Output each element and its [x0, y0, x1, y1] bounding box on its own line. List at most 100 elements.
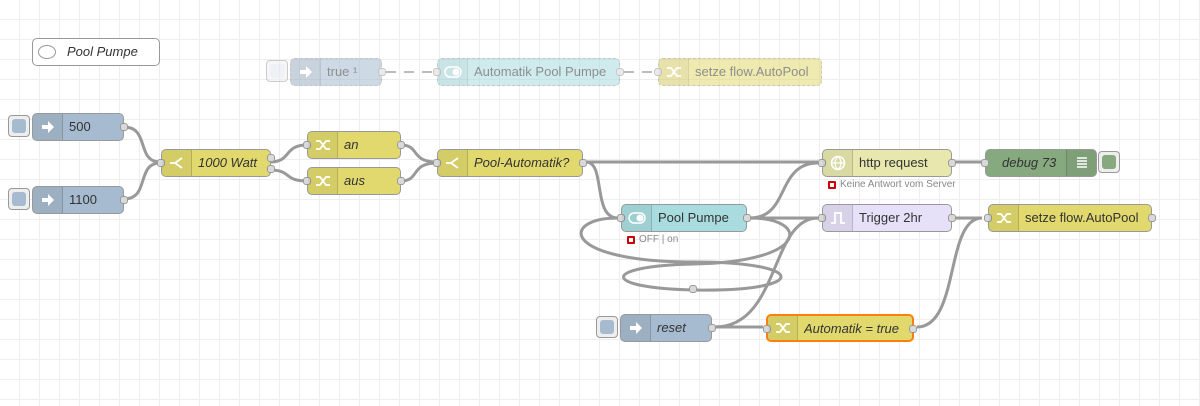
- output-port[interactable]: [708, 324, 716, 332]
- http-status: Keine Antwort vom Server: [828, 179, 956, 190]
- debug-node[interactable]: debug 73: [981, 149, 1097, 177]
- inject-node-500[interactable]: 500: [32, 113, 128, 141]
- comment-icon: [38, 45, 56, 59]
- inject-trigger-button[interactable]: [8, 115, 30, 137]
- node-label: Pool Pumpe: [658, 210, 729, 225]
- input-port[interactable]: [981, 159, 989, 167]
- inject-trigger-button[interactable]: [596, 316, 618, 338]
- switch-node-automatik[interactable]: Automatik Pool Pumpe: [433, 58, 624, 86]
- output-port[interactable]: [616, 68, 624, 76]
- debug-toggle-button[interactable]: [1098, 151, 1120, 173]
- node-label: 1100: [69, 192, 97, 207]
- shuffle-icon: [308, 132, 338, 158]
- inject-node-1100[interactable]: 1100: [32, 186, 128, 214]
- output-port-2[interactable]: [267, 165, 275, 173]
- output-port[interactable]: [120, 123, 128, 131]
- status-error-icon: [627, 235, 635, 244]
- output-port[interactable]: [378, 68, 386, 76]
- node-label: 1000 Watt: [198, 155, 258, 170]
- input-port[interactable]: [303, 177, 311, 185]
- node-label: 500: [69, 119, 91, 134]
- wire[interactable]: [123, 161, 161, 201]
- output-port[interactable]: [743, 214, 751, 222]
- node-label: Trigger 2hr: [859, 210, 923, 225]
- input-port[interactable]: [763, 325, 771, 333]
- wire[interactable]: [749, 161, 819, 220]
- wire[interactable]: [714, 216, 819, 329]
- input-port[interactable]: [433, 159, 441, 167]
- node-label: setze flow.AutoPool: [1025, 210, 1139, 225]
- input-port[interactable]: [984, 214, 992, 222]
- trigger-node[interactable]: Trigger 2hr: [818, 204, 956, 232]
- output-port-1[interactable]: [267, 154, 275, 162]
- change-node-setze-top[interactable]: setze flow.AutoPool: [654, 58, 822, 86]
- node-label: true ¹: [327, 64, 358, 79]
- shuffle-icon: [659, 59, 689, 85]
- arrow-right-icon: [621, 315, 651, 341]
- output-port[interactable]: [397, 177, 405, 185]
- wire-junction-port[interactable]: [689, 285, 697, 293]
- change-node-aus[interactable]: aus: [303, 167, 405, 195]
- node-label: http request: [859, 155, 928, 170]
- node-label: reset: [657, 320, 686, 335]
- arrow-right-icon: [291, 59, 321, 85]
- wire[interactable]: [269, 168, 308, 183]
- output-port[interactable]: [948, 214, 956, 222]
- node-label: setze flow.AutoPool: [695, 64, 809, 79]
- arrow-right-icon: [33, 114, 63, 140]
- switch-node-pool-automatik[interactable]: Pool-Automatik?: [433, 149, 587, 177]
- output-port[interactable]: [120, 196, 128, 204]
- trigger-icon: [823, 205, 853, 231]
- toggle-icon: [622, 205, 652, 231]
- node-label: an: [344, 137, 359, 152]
- input-port[interactable]: [433, 68, 441, 76]
- wire[interactable]: [123, 125, 161, 164]
- switch-node-pool-pumpe[interactable]: Pool Pumpe: [617, 204, 751, 232]
- status-text: OFF | on: [639, 234, 679, 245]
- wire[interactable]: [269, 143, 308, 164]
- list-icon: [1066, 150, 1096, 176]
- inject-node-true[interactable]: true ¹: [290, 58, 386, 86]
- output-port[interactable]: [1148, 214, 1156, 222]
- comment-label: Pool Pumpe: [67, 44, 138, 59]
- pool-pumpe-status: OFF | on: [627, 234, 678, 245]
- output-port[interactable]: [909, 325, 917, 333]
- globe-icon: [823, 150, 853, 176]
- shuffle-icon: [989, 205, 1019, 231]
- wire[interactable]: [585, 160, 619, 220]
- output-port[interactable]: [948, 159, 956, 167]
- node-label: aus: [344, 173, 365, 188]
- shuffle-icon: [768, 316, 798, 340]
- node-label: debug 73: [1002, 155, 1057, 170]
- wire[interactable]: [400, 143, 438, 164]
- output-port[interactable]: [397, 141, 405, 149]
- input-port[interactable]: [818, 159, 826, 167]
- arrow-right-icon: [33, 187, 63, 213]
- inject-node-reset[interactable]: reset: [620, 314, 716, 342]
- change-node-an[interactable]: an: [303, 131, 405, 159]
- change-node-automatik-true[interactable]: Automatik = true: [763, 314, 917, 342]
- input-port[interactable]: [157, 159, 165, 167]
- switch-node-1000-watt[interactable]: 1000 Watt: [157, 149, 275, 177]
- wire[interactable]: [579, 216, 792, 292]
- input-port[interactable]: [617, 214, 625, 222]
- input-port[interactable]: [303, 141, 311, 149]
- status-error-icon: [828, 180, 836, 189]
- inject-trigger-button[interactable]: [8, 188, 30, 210]
- toggle-icon: [438, 59, 468, 85]
- change-node-setze-main[interactable]: setze flow.AutoPool: [984, 204, 1156, 232]
- input-port[interactable]: [654, 68, 662, 76]
- wire[interactable]: [400, 161, 438, 183]
- comment-node[interactable]: Pool Pumpe: [32, 38, 160, 66]
- input-port[interactable]: [818, 214, 826, 222]
- wire[interactable]: [916, 216, 983, 329]
- node-label: Automatik Pool Pumpe: [474, 64, 607, 79]
- status-text: Keine Antwort vom Server: [840, 179, 956, 190]
- node-label: Pool-Automatik?: [474, 155, 570, 170]
- http-request-node[interactable]: http request: [818, 149, 956, 177]
- switch-icon: [162, 150, 192, 176]
- output-port[interactable]: [579, 159, 587, 167]
- inject-trigger-button[interactable]: [266, 60, 288, 82]
